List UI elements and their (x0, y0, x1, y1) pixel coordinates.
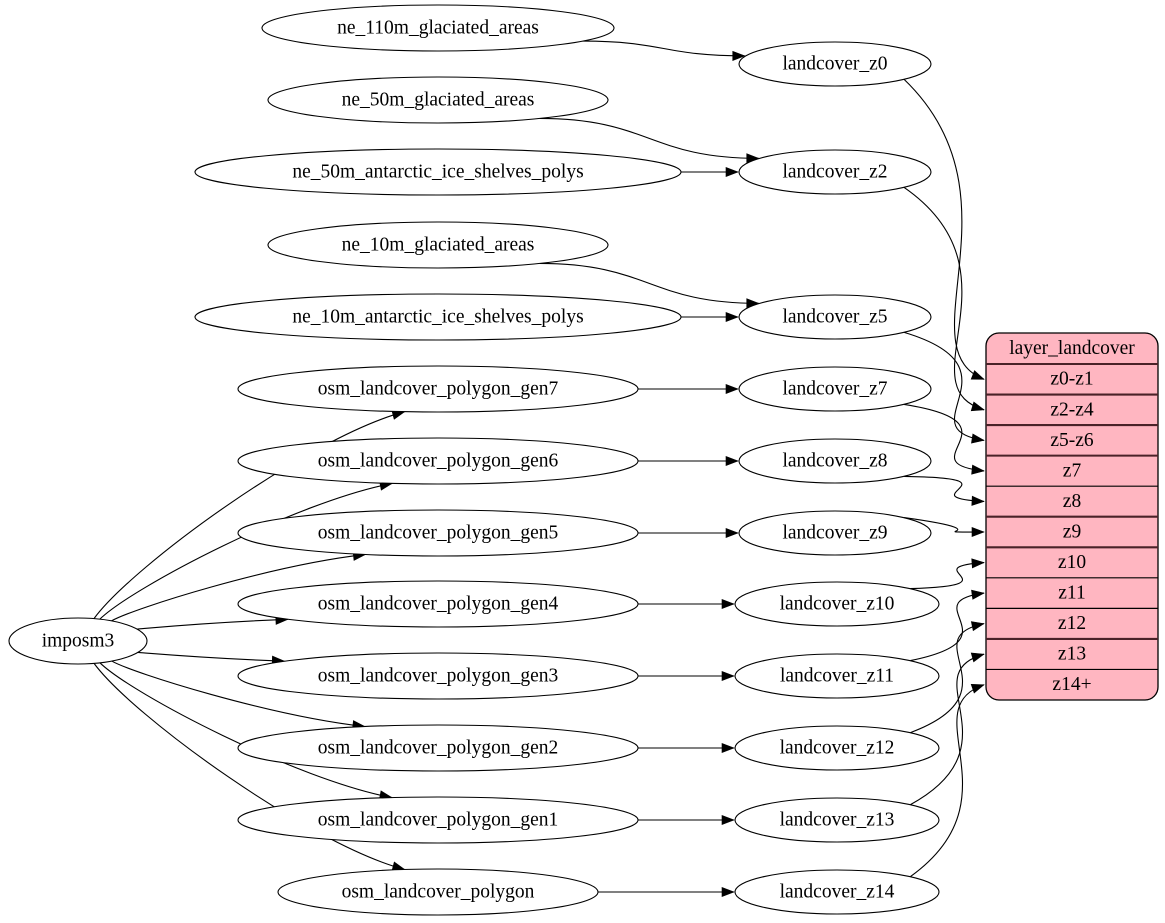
node-osm_landcover_polygon_gen4[interactable]: osm_landcover_polygon_gen4 (237, 580, 639, 628)
edge-imposm3-to-osm_landcover_polygon_gen3 (137, 651, 285, 662)
edge-landcover_z8-to-table-row-4 (904, 475, 985, 503)
node-ne_10m_antarctic_ice_shelves_polys[interactable]: ne_10m_antarctic_ice_shelves_polys (194, 293, 682, 341)
node-shape (237, 437, 639, 485)
edge-osm_landcover_polygon_gen1-to-landcover_z13-arrow-icon (721, 814, 735, 826)
node-shape (734, 797, 940, 843)
edge-ne_110m_glaciated_areas-to-landcover_z0 (582, 40, 745, 57)
node-osm_landcover_polygon_gen6[interactable]: osm_landcover_polygon_gen6 (237, 437, 639, 485)
edge-imposm3-to-osm_landcover_polygon_gen1 (99, 662, 393, 799)
edges-layer (93, 40, 985, 898)
edge-imposm3-to-osm_landcover_polygon_gen7 (93, 411, 405, 619)
edge-landcover_z0-to-table-row-0 (903, 79, 985, 380)
edge-imposm3-to-osm_landcover_polygon_gen4 (136, 618, 288, 630)
edge-landcover_z10-to-table-row-6 (910, 561, 985, 590)
node-ne_10m_glaciated_areas[interactable]: ne_10m_glaciated_areas (267, 221, 609, 269)
node-landcover_z11[interactable]: landcover_z11 (734, 653, 940, 699)
node-shape (237, 365, 639, 413)
edge-osm_landcover_polygon_gen5-to-landcover_z9-arrow-icon (725, 527, 739, 539)
edge-ne_110m_glaciated_areas-to-landcover_z0-arrow-icon (732, 50, 746, 61)
node-shape (237, 796, 639, 844)
nodes-layer: imposm3 ne_110m_glaciated_areas ne_50m_gla… (8, 4, 940, 916)
edge-ne_10m_antarctic_ice_shelves_polys-to-landcover_z5-arrow-icon (725, 311, 739, 323)
edge-landcover_z10-to-table-row-6-arrow-icon (971, 558, 985, 569)
node-shape (237, 580, 639, 628)
edge-landcover_z2-to-table-row-1 (903, 186, 985, 411)
node-landcover_z14[interactable]: landcover_z14 (734, 869, 940, 915)
node-landcover_z13[interactable]: landcover_z13 (734, 797, 940, 843)
node-ne_50m_antarctic_ice_shelves_polys[interactable]: ne_50m_antarctic_ice_shelves_polys (194, 148, 682, 196)
node-shape (194, 148, 682, 196)
layer-landcover-table[interactable]: layer_landcoverz0-z1z2-z4z5-z6z7z8z9z10z… (985, 332, 1159, 701)
node-shape (738, 366, 932, 412)
node-osm_landcover_polygon_gen2[interactable]: osm_landcover_polygon_gen2 (237, 724, 639, 772)
edge-osm_landcover_polygon_gen3-to-landcover_z11-arrow-icon (721, 670, 735, 682)
node-shape (738, 510, 932, 556)
node-shape (267, 76, 609, 124)
node-landcover_z9[interactable]: landcover_z9 (738, 510, 932, 556)
edge-landcover_z14-to-table-row-10 (910, 684, 985, 878)
edge-landcover_z7-to-table-row-3-arrow-icon (971, 464, 985, 475)
node-shape (261, 4, 615, 52)
node-imposm3[interactable]: imposm3 (8, 617, 148, 665)
edge-landcover_z9-to-table-row-5-arrow-icon (971, 526, 985, 538)
edge-imposm3-to-osm_landcover_polygon_gen2 (111, 660, 365, 728)
edge-osm_landcover_polygon_gen2-to-landcover_z12-arrow-icon (721, 742, 735, 754)
node-landcover_z0[interactable]: landcover_z0 (738, 41, 932, 87)
edge-ne_50m_antarctic_ice_shelves_polys-to-landcover_z2-arrow-icon (725, 166, 739, 178)
edge-landcover_z13-to-table-row-9-arrow-icon (970, 652, 985, 663)
node-shape (194, 293, 682, 341)
node-shape (738, 41, 932, 87)
node-shape (734, 869, 940, 915)
node-shape (8, 617, 148, 665)
node-shape (237, 724, 639, 772)
edge-ne_10m_glaciated_areas-to-landcover_z5 (539, 262, 759, 304)
node-landcover_z7[interactable]: landcover_z7 (738, 366, 932, 412)
edge-osm_landcover_polygon-to-landcover_z14-arrow-icon (721, 886, 735, 898)
node-shape (738, 438, 932, 484)
edge-imposm3-to-osm_landcover_polygon (93, 663, 405, 871)
edge-landcover_z0-to-table-row-0-arrow-icon (970, 370, 985, 380)
edge-landcover_z7-to-table-row-3 (904, 403, 985, 472)
node-osm_landcover_polygon_gen5[interactable]: osm_landcover_polygon_gen5 (237, 509, 639, 557)
edge-landcover_z13-to-table-row-9 (910, 653, 985, 806)
edge-imposm3-to-osm_landcover_polygon_gen6 (99, 482, 393, 620)
node-landcover_z8[interactable]: landcover_z8 (738, 438, 932, 484)
edge-landcover_z12-to-table-row-8-arrow-icon (970, 621, 985, 632)
node-shape (738, 294, 932, 340)
node-landcover_z10[interactable]: landcover_z10 (734, 581, 940, 627)
node-ne_50m_glaciated_areas[interactable]: ne_50m_glaciated_areas (267, 76, 609, 124)
node-shape (738, 149, 932, 195)
node-osm_landcover_polygon_gen7[interactable]: osm_landcover_polygon_gen7 (237, 365, 639, 413)
edge-landcover_z5-to-table-row-2-arrow-icon (971, 433, 985, 444)
node-shape (277, 868, 599, 916)
node-shape (237, 509, 639, 557)
node-osm_landcover_polygon[interactable]: osm_landcover_polygon (277, 868, 599, 916)
node-landcover_z2[interactable]: landcover_z2 (738, 149, 932, 195)
edge-osm_landcover_polygon_gen7-to-landcover_z7-arrow-icon (725, 383, 739, 395)
edge-ne_50m_glaciated_areas-to-landcover_z2 (539, 117, 759, 159)
node-shape (734, 725, 940, 771)
node-ne_110m_glaciated_areas[interactable]: ne_110m_glaciated_areas (261, 4, 615, 52)
edge-landcover_z11-to-table-row-7-arrow-icon (971, 589, 985, 600)
node-shape (734, 653, 940, 699)
node-landcover_z12[interactable]: landcover_z12 (734, 725, 940, 771)
node-shape (237, 652, 639, 700)
node-landcover_z5[interactable]: landcover_z5 (738, 294, 932, 340)
edge-landcover_z2-to-table-row-1-arrow-icon (970, 401, 985, 412)
node-osm_landcover_polygon_gen1[interactable]: osm_landcover_polygon_gen1 (237, 796, 639, 844)
node-shape (267, 221, 609, 269)
edge-landcover_z9-to-table-row-5 (904, 517, 985, 533)
edge-landcover_z8-to-table-row-4-arrow-icon (971, 495, 985, 506)
edge-landcover_z14-to-table-row-10-arrow-icon (970, 683, 985, 694)
node-shape (734, 581, 940, 627)
edge-imposm3-to-osm_landcover_polygon_gen5 (111, 553, 366, 622)
edge-landcover_z11-to-table-row-7 (910, 592, 985, 662)
edge-osm_landcover_polygon_gen4-to-landcover_z10-arrow-icon (721, 598, 735, 610)
node-osm_landcover_polygon_gen3[interactable]: osm_landcover_polygon_gen3 (237, 652, 639, 700)
edge-osm_landcover_polygon_gen6-to-landcover_z8-arrow-icon (725, 455, 739, 467)
